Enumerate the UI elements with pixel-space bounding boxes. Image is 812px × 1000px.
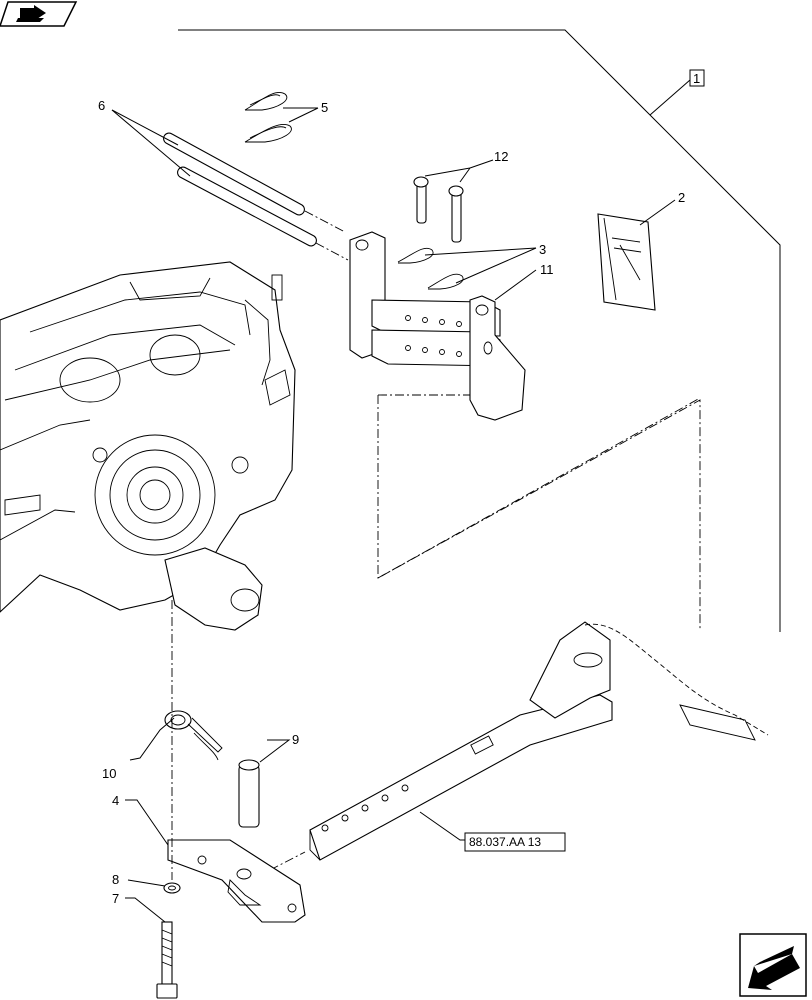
callout-3: 3 xyxy=(539,242,546,257)
part-6-pins xyxy=(163,132,349,261)
part-11-bracket xyxy=(349,231,526,421)
part-12-pins xyxy=(413,176,464,243)
callout-11: 11 xyxy=(540,262,554,277)
part-3-clips xyxy=(397,247,464,290)
callout-12: 12 xyxy=(494,149,508,164)
arrow-down-left-icon[interactable] xyxy=(739,933,807,997)
part-4-plate xyxy=(167,839,306,923)
callout-1: 1 xyxy=(693,71,700,86)
callout-9: 9 xyxy=(292,732,299,747)
callout-10: 10 xyxy=(102,766,116,781)
arrow-folder-icon[interactable] xyxy=(0,1,78,27)
leader-lines xyxy=(111,107,676,923)
assembly-bracket xyxy=(178,29,781,632)
part-10-linch-pin xyxy=(164,710,223,761)
callout-2: 2 xyxy=(678,190,685,205)
reference-label: 88.037.AA 13 xyxy=(469,835,541,849)
callout-6: 6 xyxy=(98,98,105,113)
part-5-clips xyxy=(244,92,292,143)
part-8-washer xyxy=(163,882,181,894)
callout-7: 7 xyxy=(112,891,119,906)
part-7-bolt xyxy=(156,600,178,999)
part-2-manual xyxy=(597,213,656,311)
callout-5: 5 xyxy=(321,100,328,115)
callout-4: 4 xyxy=(112,793,119,808)
callout-8: 8 xyxy=(112,872,119,887)
callout-labels: 1 2 3 4 5 6 7 8 9 10 11 12 xyxy=(98,71,700,906)
reference-link[interactable]: 88.037.AA 13 xyxy=(464,832,566,852)
part-9-pin xyxy=(238,759,260,828)
alignment-box xyxy=(377,395,701,630)
transmission-housing xyxy=(0,261,296,631)
drawbar xyxy=(269,621,769,871)
